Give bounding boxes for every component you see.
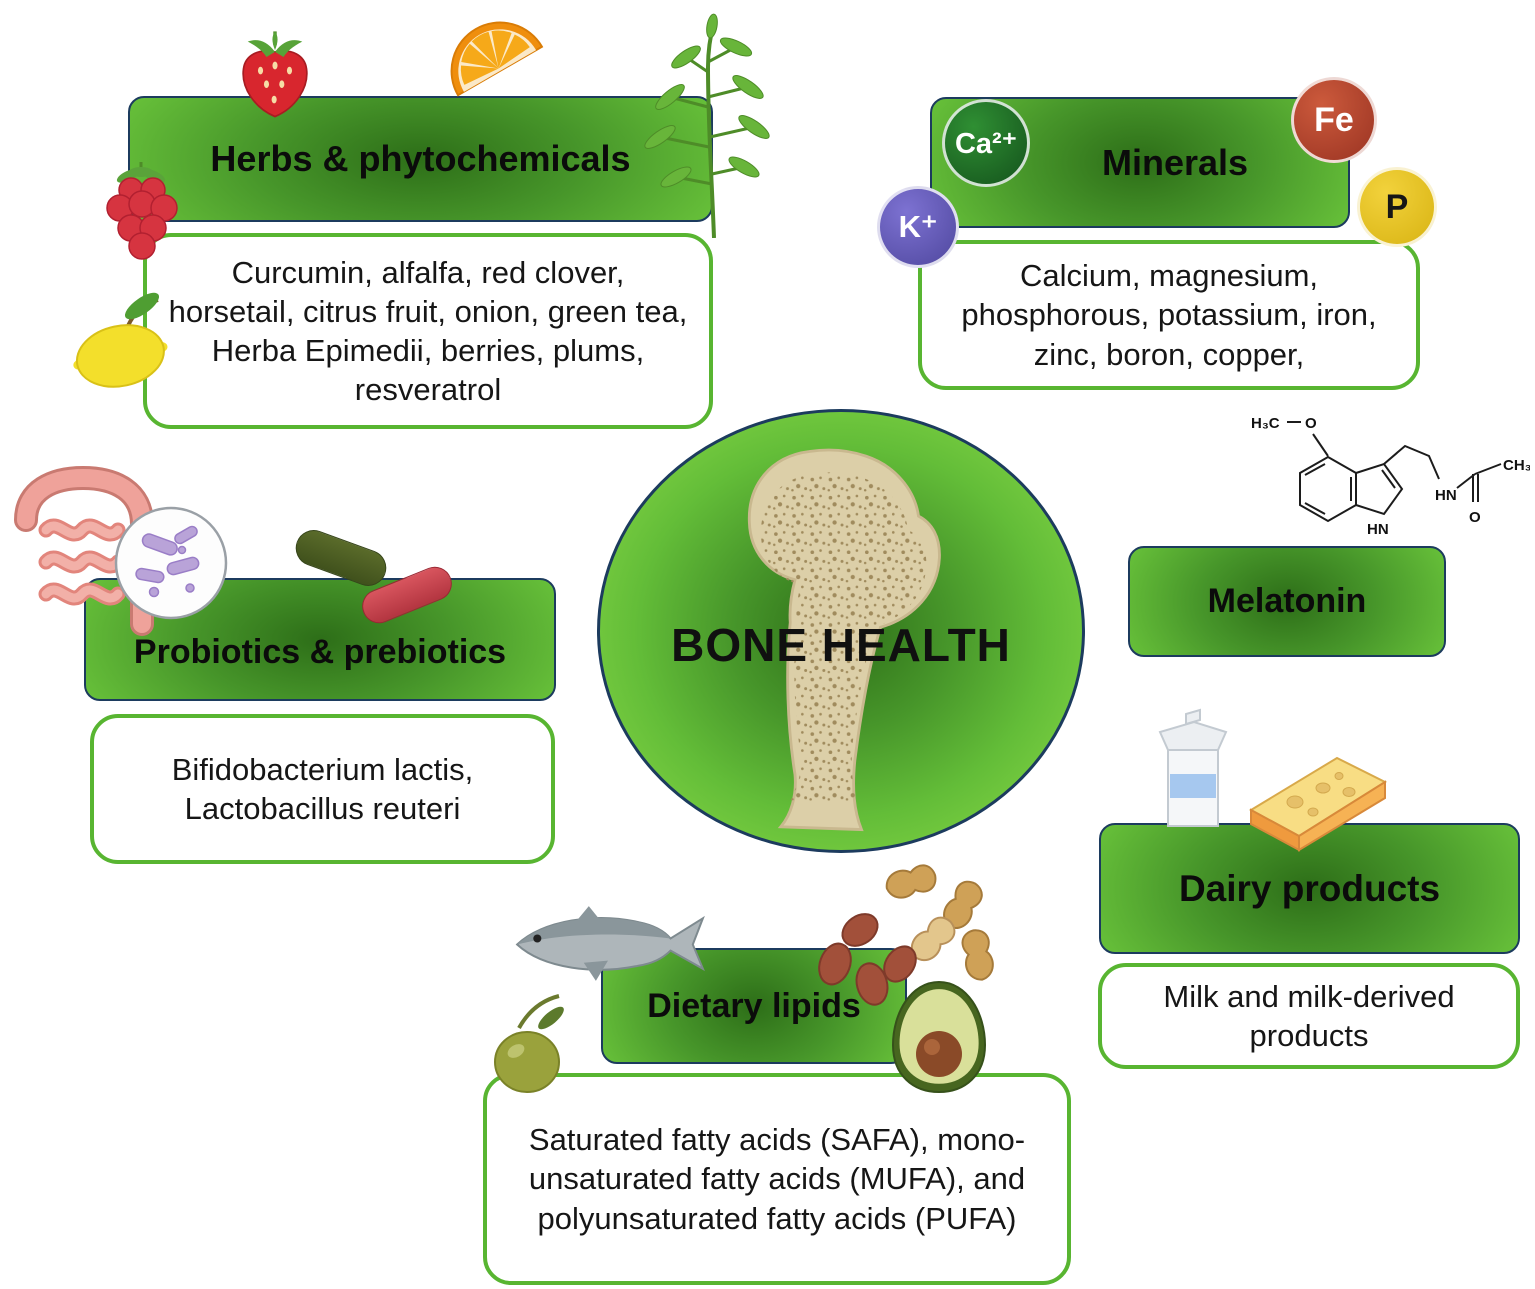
lipids-title: Dietary lipids [647,986,861,1025]
fish-icon [515,906,705,981]
methoxy-methyl-label: H₃C [1251,415,1280,432]
carbonyl-oxygen-label: O [1469,509,1481,526]
orange-slice-icon [450,21,544,97]
probiotics-detail-text: Bifidobacterium lactis, Lactobacillus re… [171,751,474,826]
lipids-detail-text: Saturated fatty acids (SAFA), mono-unsat… [528,1122,1026,1236]
minerals-title: Minerals [1101,141,1249,183]
raspberry-icon [106,162,178,260]
milk-carton-icon [1158,708,1228,827]
ether-oxygen-label: O [1305,415,1317,432]
phosphorus-label: P [1385,187,1409,226]
melatonin-structure-icon: H₃C O HN HN O CH₃ [1251,415,1530,538]
minerals-detail-text: Calcium, magnesium, phosphorous, potassi… [961,258,1377,372]
bacteria-icon [114,506,228,620]
methyl-label: CH₃ [1503,457,1530,474]
lipids-section-header: Dietary lipids [601,948,907,1064]
intestine-icon [14,465,154,636]
indole-nh-label: HN [1367,521,1389,538]
calcium-badge: Ca²⁺ [942,99,1030,187]
iron-badge: Fe [1291,77,1377,163]
dairy-title: Dairy products [1178,867,1441,909]
femur-bone-icon [747,448,941,832]
olive-icon [494,994,564,1093]
dairy-detail-text: Milk and milk-derived products [1163,978,1455,1053]
cheese-icon [1248,756,1388,852]
melatonin-section-header: Melatonin [1128,546,1446,657]
herbs-detail-text: Curcumin, alfalfa, red clover, horsetail… [168,254,688,408]
plant-icon [644,13,770,238]
phosphorus-badge: P [1357,167,1437,247]
lipids-detail-box: Saturated fatty acids (SAFA), mono-unsat… [483,1073,1071,1285]
herbs-section-header: Herbs & phytochemicals [128,96,713,222]
herbs-detail-box: Curcumin, alfalfa, red clover, horsetail… [143,233,713,429]
dairy-detail-box: Milk and milk-derived products [1098,963,1520,1069]
probiotics-detail-box: Bifidobacterium lactis, Lactobacillus re… [90,714,555,864]
herbs-title: Herbs & phytochemicals [210,138,631,179]
iron-label: Fe [1314,100,1354,139]
dairy-section-header: Dairy products [1099,823,1520,954]
calcium-label: Ca²⁺ [954,127,1018,160]
probiotics-title: Probiotics & prebiotics [133,633,507,671]
potassium-badge: K⁺ [877,186,959,268]
amide-nh-label: HN [1435,487,1457,504]
minerals-detail-box: Calcium, magnesium, phosphorous, potassi… [918,240,1420,390]
strawberry-icon [242,31,308,118]
avocado-icon [891,980,987,1094]
lemon-icon [73,292,168,388]
potassium-label: K⁺ [898,209,938,244]
peanuts-icon [818,864,994,1006]
probiotics-section-header: Probiotics & prebiotics [84,578,556,701]
center-title: BONE HEALTH [671,619,1011,671]
melatonin-title: Melatonin [1207,582,1367,620]
